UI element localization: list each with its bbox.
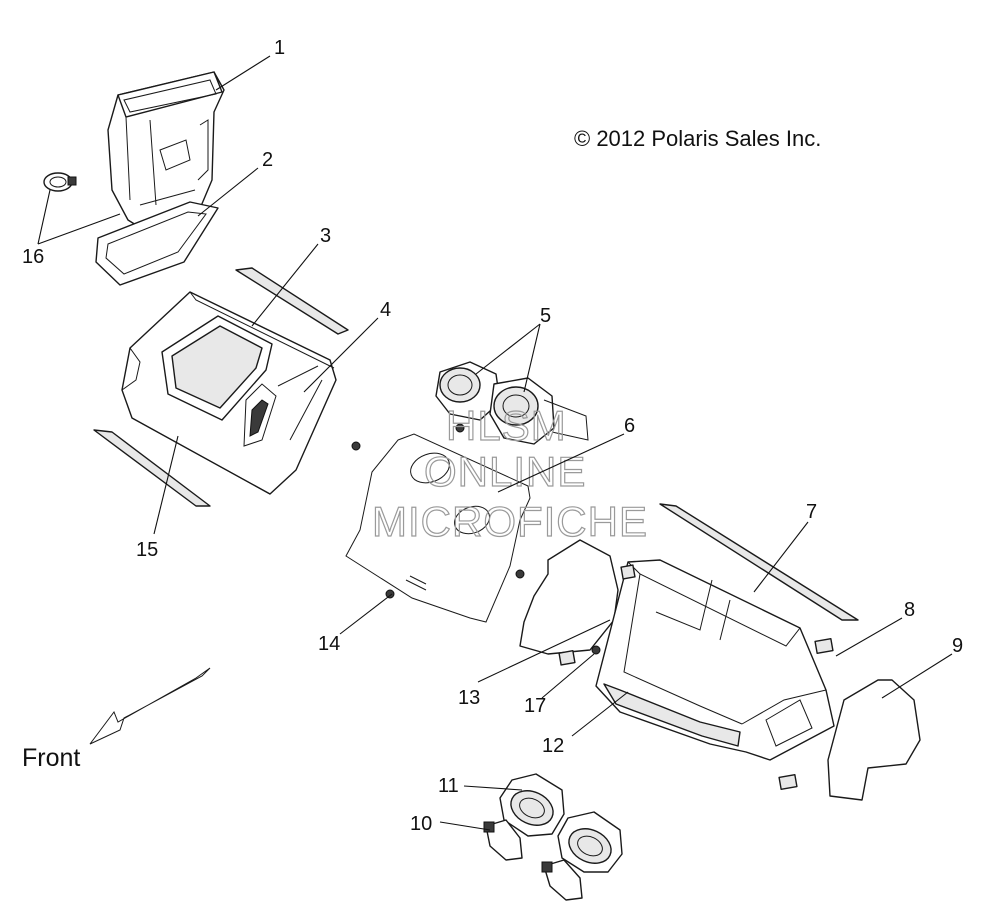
watermark: HLSM ONLINE MICROFICHE (371, 401, 648, 545)
watermark-line-2: ONLINE (424, 448, 586, 495)
part-10-hose-clamps (483, 819, 583, 901)
part-3-seal-strip (235, 267, 349, 335)
callout-7: 7 (806, 501, 817, 523)
part-13-insulation-panel (519, 539, 619, 655)
callout-9: 9 (952, 635, 963, 657)
part-7-seal-strip (659, 503, 859, 621)
front-label: Front (22, 744, 80, 772)
part-4-airbox-upper (121, 291, 337, 495)
copyright-text: © 2012 Polaris Sales Inc. (574, 126, 821, 151)
part-17-screw (591, 645, 601, 655)
callout-8: 8 (904, 599, 915, 621)
callout-13: 13 (458, 687, 480, 709)
part-9-insulation-panel (827, 679, 921, 801)
callout-10: 10 (410, 813, 432, 835)
callout-14: 14 (318, 633, 340, 655)
part-6-filter-plate (345, 423, 531, 623)
watermark-line-1: HLSM (446, 402, 567, 449)
leader-lines (37, 55, 953, 831)
part-16-clamp (43, 172, 77, 192)
part-5-intake-boots (435, 361, 589, 445)
callout-15: 15 (136, 539, 158, 561)
callout-6: 6 (624, 415, 635, 437)
callout-3: 3 (320, 225, 331, 247)
part-8-clips (558, 564, 834, 790)
callout-4: 4 (380, 299, 391, 321)
part-15-seal-strip (93, 429, 211, 507)
callout-5: 5 (540, 305, 551, 327)
watermark-line-3: MICROFICHE (372, 498, 648, 545)
callout-2: 2 (262, 149, 273, 171)
callout-16: 16 (22, 246, 44, 268)
front-arrow (89, 667, 211, 745)
part-12-airbox-lower (595, 559, 835, 761)
callout-12: 12 (542, 735, 564, 757)
callouts: 1 2 3 4 5 6 7 8 9 10 11 12 13 14 15 16 1… (22, 37, 963, 835)
callout-11: 11 (438, 775, 459, 797)
callout-17: 17 (524, 695, 546, 717)
callout-1: 1 (274, 37, 285, 59)
part-2-gasket (95, 201, 219, 286)
